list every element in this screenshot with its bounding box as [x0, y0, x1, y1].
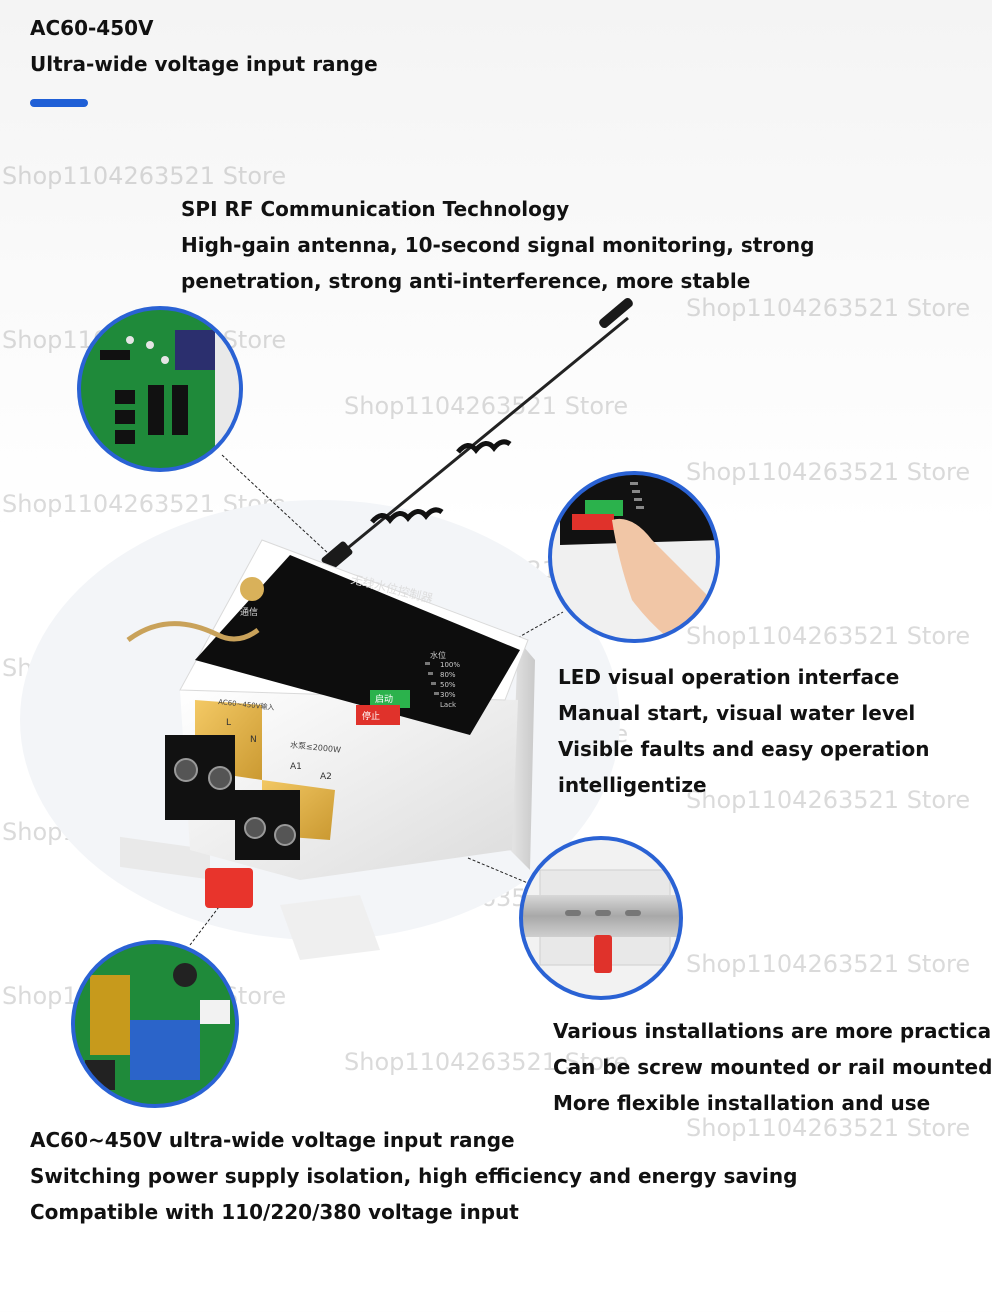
rf-board-circle — [77, 306, 243, 472]
level-80: 80% — [440, 671, 456, 679]
device-level-list: 100% 80% 50% 30% Lack — [440, 660, 460, 710]
accent-bar — [30, 99, 88, 107]
header-subtitle: Ultra-wide voltage input range — [30, 52, 378, 76]
leader-line — [467, 857, 536, 887]
header-voltage: AC60-450V — [30, 16, 154, 40]
rail-clip — [205, 868, 253, 908]
rf-description-line1: High-gain antenna, 10-second signal moni… — [181, 233, 815, 257]
terminal-n-label: N — [250, 735, 257, 745]
install-title: Various installations are more practical — [553, 1019, 992, 1043]
controller-device — [120, 539, 535, 960]
watermark: Shop1104263521 Store — [686, 622, 971, 650]
level-30: 30% — [440, 691, 456, 699]
stop-button — [356, 705, 400, 725]
antenna — [321, 297, 633, 571]
din-rail-circle — [519, 836, 683, 1000]
device-start-label: 启动 — [375, 695, 394, 705]
level-100: 100% — [440, 661, 461, 669]
terminal-l-label: L — [226, 718, 232, 728]
watermark: Shop1104263521 Store — [686, 786, 971, 814]
leader-line — [221, 454, 331, 556]
rf-description-line2: penetration, strong anti-interference, m… — [181, 269, 751, 293]
watermark: Shop1104263521 Store — [344, 1048, 629, 1076]
level-50: 50% — [440, 681, 456, 689]
signal-led — [240, 577, 264, 601]
terminal-a2-label: A2 — [320, 772, 332, 782]
watermark: Shop1104263521 Store — [686, 950, 971, 978]
device-signal-label: 通信 — [240, 608, 259, 618]
led-title: LED visual operation interface — [558, 665, 900, 689]
led-line3: Visible faults and easy operation — [558, 737, 930, 761]
device-stop-label: 停止 — [362, 712, 381, 722]
led-line2: Manual start, visual water level — [558, 701, 916, 725]
power-line2: Switching power supply isolation, high e… — [30, 1164, 798, 1188]
device-level-title: 水位 — [430, 651, 446, 660]
watermark: Shop1104263521 Store — [686, 294, 971, 322]
power-board-circle — [71, 940, 239, 1108]
watermark: Shop1104263521 Store — [2, 162, 287, 190]
led-line4: intelligentize — [558, 773, 707, 797]
watermark: Shop1104263521 Store — [686, 1114, 971, 1142]
install-line3: More flexible installation and use — [553, 1091, 931, 1115]
terminal-a1-label: A1 — [290, 762, 302, 772]
start-button — [370, 690, 410, 708]
watermark: Shop1104263521 Store — [344, 392, 629, 420]
watermark: Shop1104263521 Store — [686, 458, 971, 486]
level-lack: Lack — [440, 701, 457, 709]
power-title: AC60~450V ultra-wide voltage input range — [30, 1128, 515, 1152]
led-closeup-circle — [548, 471, 720, 643]
led-panel — [195, 555, 520, 735]
rf-title: SPI RF Communication Technology — [181, 197, 570, 221]
install-line2: Can be screw mounted or rail mounted — [553, 1055, 992, 1079]
power-line3: Compatible with 110/220/380 voltage inpu… — [30, 1200, 519, 1224]
